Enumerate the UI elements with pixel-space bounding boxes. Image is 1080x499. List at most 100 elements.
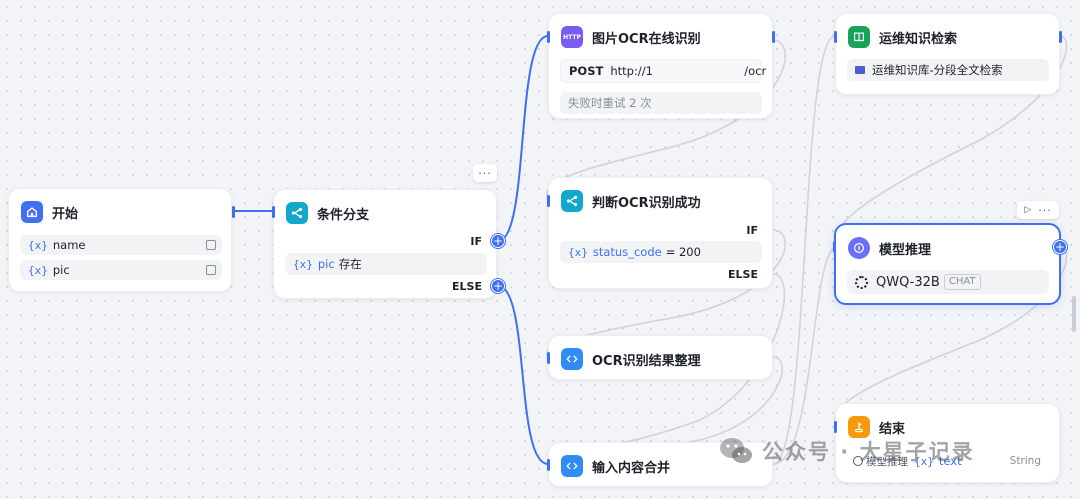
llm-node-header: 模型推理	[848, 237, 931, 259]
ocr-output-port[interactable]	[772, 31, 775, 43]
output-variable: text	[938, 454, 962, 468]
brain-icon	[848, 237, 870, 259]
variable-icon: {x}	[28, 263, 48, 277]
tidy-node-header: OCR识别结果整理	[561, 348, 701, 370]
condition-node[interactable]: 条件分支 IF {x} pic 存在 ELSE	[272, 189, 497, 299]
condition-expression: {x} pic 存在	[285, 253, 487, 275]
knowledge-base-item: 运维知识库-分段全文检索	[847, 59, 1049, 81]
knowledge-output-port[interactable]	[1059, 31, 1062, 43]
judge-input-port[interactable]	[547, 195, 550, 207]
watermark-text: 公众号 · 大星子记录	[762, 440, 975, 464]
merge-node-header: 输入内容合并	[561, 455, 670, 477]
knowledge-node-title: 运维知识检索	[879, 31, 958, 47]
retry-text: 失败时重试 2 次	[568, 96, 652, 110]
llm-node-title: 模型推理	[879, 242, 932, 258]
ocr-node-title: 图片OCR在线识别	[592, 31, 701, 47]
ocr-http-node[interactable]: HTTP 图片OCR在线识别 POST http://1 /ocr 失败时重试 …	[547, 13, 775, 119]
model-type-tag: CHAT	[943, 274, 981, 290]
start-output-port[interactable]	[232, 206, 235, 218]
ocr-retry-setting: 失败时重试 2 次	[560, 92, 762, 114]
llm-input-port[interactable]	[833, 241, 836, 253]
more-icon[interactable]: ···	[1038, 203, 1052, 217]
model-name: QWQ-32B	[876, 274, 940, 290]
merge-node-title: 输入内容合并	[592, 460, 671, 476]
variable-icon: {x}	[28, 238, 48, 252]
end-node[interactable]: 结束 模型推理 {x} text String	[834, 403, 1060, 483]
wechat-icon	[720, 438, 752, 463]
more-options-button[interactable]: ···	[473, 164, 497, 182]
start-var-name: {x} name	[20, 235, 222, 255]
if-add-handle[interactable]: +	[491, 234, 505, 248]
end-node-title: 结束	[879, 421, 906, 437]
ocr-input-port[interactable]	[547, 31, 550, 43]
llm-source-icon	[853, 456, 863, 466]
merge-input-port[interactable]	[547, 459, 550, 471]
node-toolbar: ▷ ···	[1017, 201, 1059, 219]
tidy-code-node[interactable]: OCR识别结果整理	[547, 335, 773, 380]
variable-name: pic	[317, 257, 335, 271]
code-icon	[561, 455, 583, 477]
judge-ocr-node[interactable]: 判断OCR识别成功 IF {x} status_code = 200 ELSE	[547, 177, 773, 289]
variable-name: pic	[52, 263, 70, 277]
ocr-node-header: HTTP 图片OCR在线识别	[561, 26, 701, 48]
llm-node[interactable]: 模型推理 QWQ-32B CHAT	[833, 223, 1061, 305]
book-icon	[848, 26, 870, 48]
edge-else-merge	[497, 285, 549, 465]
code-icon	[561, 348, 583, 370]
start-node-title: 开始	[52, 206, 79, 222]
end-input-port[interactable]	[834, 421, 837, 433]
condition-operator: 存在	[338, 257, 362, 271]
output-type: String	[1009, 455, 1041, 467]
knowledge-base-name: 运维知识库-分段全文检索	[872, 63, 1003, 77]
start-var-pic: {x} pic	[20, 260, 222, 280]
judge-node-header: 判断OCR识别成功	[561, 190, 701, 212]
judge-node-title: 判断OCR识别成功	[592, 195, 701, 211]
canvas-scrollbar[interactable]	[1072, 296, 1076, 332]
folder-icon	[855, 66, 865, 74]
variable-icon: {x}	[293, 257, 313, 271]
condition-operator: = 200	[665, 245, 701, 259]
condition-node-title: 条件分支	[317, 207, 370, 223]
edge-knowledge-llm	[833, 35, 1068, 248]
else-label: ELSE	[452, 280, 482, 293]
else-label: ELSE	[728, 268, 758, 281]
end-output-row: 模型推理 {x} text String	[847, 450, 1049, 472]
knowledge-input-port[interactable]	[834, 31, 837, 43]
http-method: POST	[569, 64, 604, 78]
branch-icon	[561, 190, 583, 212]
variable-icon: {x}	[568, 245, 588, 259]
http-url: http://1 /ocr	[610, 64, 767, 78]
http-icon: HTTP	[561, 26, 583, 48]
start-node-header: 开始	[21, 201, 78, 223]
if-label: IF	[470, 235, 482, 248]
knowledge-search-node[interactable]: 运维知识检索 运维知识库-分段全文检索	[834, 13, 1062, 95]
if-label: IF	[746, 224, 758, 237]
edge-merge-knowledge	[772, 35, 836, 465]
tidy-input-port[interactable]	[547, 352, 550, 364]
home-icon	[21, 201, 43, 223]
end-node-header: 结束	[848, 416, 905, 438]
start-node[interactable]: 开始 {x} name {x} pic	[8, 188, 235, 292]
edge-if-ocr	[497, 35, 549, 242]
run-icon[interactable]: ▷	[1024, 205, 1033, 215]
model-logo-icon	[855, 275, 868, 289]
variable-name: name	[52, 238, 86, 252]
tidy-node-title: OCR识别结果整理	[592, 353, 701, 369]
file-type-icon	[206, 265, 216, 275]
end-flag-icon	[848, 416, 870, 438]
llm-add-handle[interactable]: +	[1053, 240, 1067, 254]
else-add-handle[interactable]: +	[491, 279, 505, 293]
condition-node-header: 条件分支	[286, 202, 369, 224]
ocr-request-line: POST http://1 /ocr	[560, 59, 766, 83]
condition-input-port[interactable]	[272, 206, 275, 218]
variable-name: status_code	[592, 245, 662, 259]
watermark: 公众号 · 大星子记录	[718, 436, 975, 466]
branch-icon	[286, 202, 308, 224]
knowledge-node-header: 运维知识检索	[848, 26, 957, 48]
text-type-icon	[206, 240, 216, 250]
edge-merge-llm	[772, 246, 836, 465]
judge-condition-expression: {x} status_code = 200	[560, 241, 762, 263]
variable-icon: {x}	[914, 454, 934, 468]
model-selector[interactable]: QWQ-32B CHAT	[847, 270, 1049, 294]
output-source-node: 模型推理	[866, 455, 908, 468]
